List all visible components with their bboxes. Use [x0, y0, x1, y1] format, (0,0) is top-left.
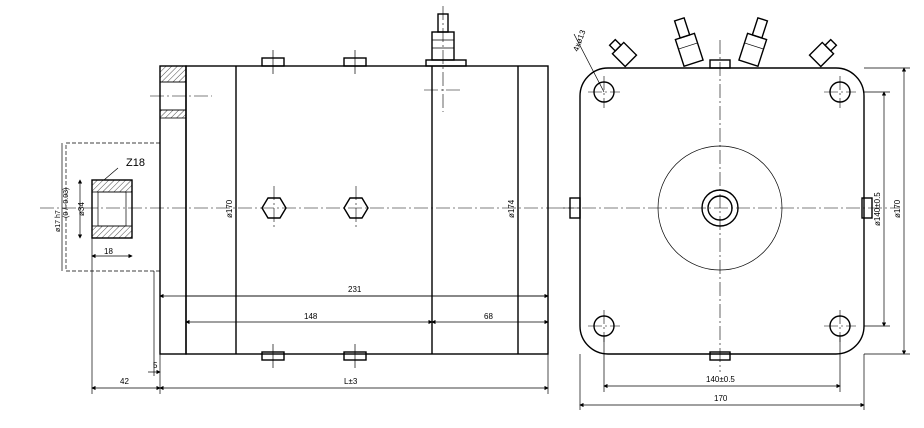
shaft-fit-label: ø17 h7 — [55, 210, 62, 232]
len-5-label: 5 — [153, 361, 158, 370]
total-231-label: 231 — [348, 285, 362, 294]
shaft-section: 18 Z18 ø34 ø17 h7 (0 / -0.03) — [55, 142, 161, 272]
shaft-len18-label: 18 — [104, 247, 113, 256]
bottom-140-label: 140±0.5 — [706, 375, 735, 384]
body-d170-label: ø170 — [225, 199, 234, 218]
front-dimensions: 231 148 68 42 L±3 5 — [91, 238, 549, 394]
shaft-d34-label: ø34 — [77, 202, 86, 216]
bottom-bolts — [261, 344, 367, 368]
bottom-170-label: 170 — [714, 394, 728, 403]
len-68-label: 68 — [484, 312, 493, 321]
body-d174-label: ø174 — [507, 199, 516, 218]
flange — [150, 65, 212, 355]
side-hub-inner — [707, 195, 733, 221]
top-terminal — [424, 6, 467, 112]
shaft-tolerance-label: (0 / -0.03) — [63, 188, 70, 218]
shaft-spline-label: Z18 — [126, 157, 145, 169]
side-d170-label: ø170 — [893, 199, 902, 218]
side-nub-bottom — [709, 351, 731, 361]
side-nub-top — [709, 59, 731, 69]
len-148-label: 148 — [304, 312, 318, 321]
side-dimensions: ø140±0.5 ø170 140±0.5 170 — [579, 67, 910, 410]
side-hub-outer — [701, 189, 739, 227]
side-nub-right — [861, 197, 873, 219]
top-bolts — [261, 50, 367, 74]
len-42-label: 42 — [120, 377, 129, 386]
side-d140-label: ø140±0.5 — [873, 192, 882, 226]
hex-nuts — [261, 186, 369, 230]
side-housing-circle — [657, 145, 783, 271]
mounting-holes — [588, 76, 856, 342]
side-flange-outline — [579, 67, 865, 355]
side-view: 4xø13 ø140±0.5 ø170 140±0.5 170 — [560, 16, 910, 410]
side-nub-left — [569, 197, 581, 219]
len-L-label: L±3 — [344, 377, 358, 386]
front-view: 18 Z18 ø34 ø17 h7 (0 / -0.03) — [40, 6, 580, 394]
holes-callout-label: 4xø13 — [571, 28, 587, 52]
side-terminals — [608, 16, 838, 68]
